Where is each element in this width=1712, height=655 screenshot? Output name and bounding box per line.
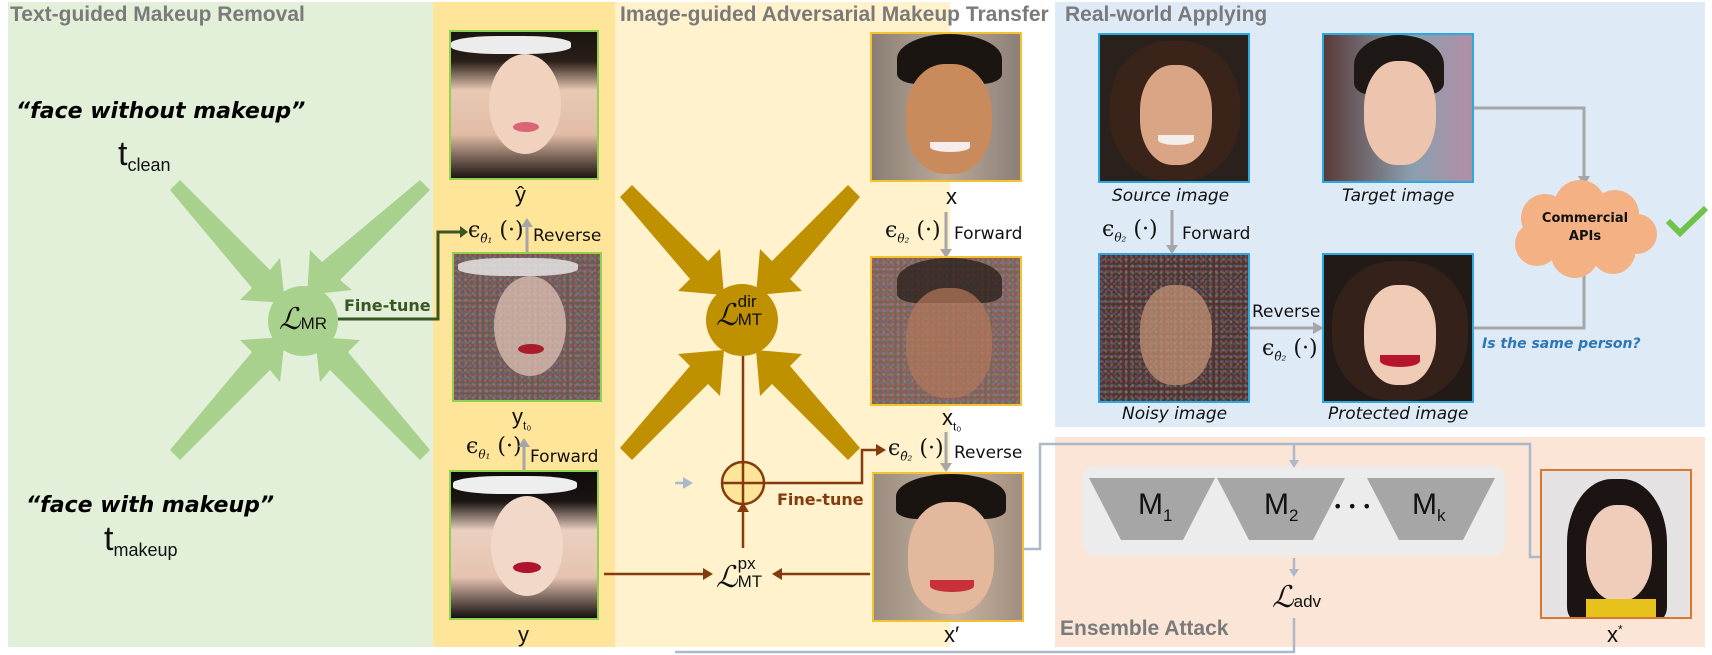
makeup-removal-panel bbox=[8, 2, 433, 647]
image-noisy bbox=[1098, 253, 1250, 403]
op-removal-forward: ϵθ₁ (·) bbox=[466, 434, 522, 462]
image-x-star bbox=[1540, 469, 1692, 619]
face-oval bbox=[1140, 65, 1212, 165]
image-y-t0 bbox=[452, 252, 602, 402]
real-world-title: Real-world Applying bbox=[1065, 3, 1268, 26]
smile bbox=[930, 142, 970, 152]
check-icon bbox=[1665, 205, 1709, 238]
mt-dir-arrows bbox=[620, 185, 860, 460]
face-oval bbox=[908, 502, 994, 614]
model-trapezoids bbox=[1089, 478, 1495, 540]
dir-transfer-forward: Forward bbox=[954, 224, 1023, 244]
face-oval bbox=[1586, 505, 1652, 601]
ensemble-ellipsis: • • • bbox=[1333, 497, 1372, 516]
image-x bbox=[870, 32, 1022, 182]
loss-adv-label: ℒadv bbox=[1272, 580, 1322, 615]
fine-tune-right-label: Fine-tune bbox=[777, 490, 864, 509]
dir-removal-reverse: Reverse bbox=[533, 226, 602, 246]
op-transfer-reverse: ϵθ̂₂ (·) bbox=[888, 436, 944, 464]
prompt-makeup: “face with makeup” bbox=[26, 493, 275, 518]
face-oval bbox=[491, 496, 563, 596]
image-source bbox=[1098, 33, 1250, 183]
op-transfer-forward: ϵθ₂ (·) bbox=[885, 218, 941, 246]
face-oval bbox=[489, 54, 561, 154]
label-y-t0: yt₀ bbox=[512, 404, 532, 433]
cloud-label: Commercial APIs bbox=[1541, 211, 1629, 244]
collar bbox=[1586, 599, 1656, 617]
fine-tune-left-label: Fine-tune bbox=[344, 296, 431, 315]
label-x-t0: xt₀ bbox=[942, 405, 962, 434]
model-k-label: Mk bbox=[1412, 488, 1446, 525]
lips bbox=[513, 562, 541, 573]
loss-mr-label: ℒMR bbox=[279, 302, 328, 337]
lips bbox=[930, 580, 974, 592]
arrow-down-forward bbox=[940, 212, 952, 258]
lips bbox=[1380, 355, 1420, 367]
op-real-forward: ϵθ₂ (·) bbox=[1102, 217, 1158, 245]
makeup-removal-title: Text-guided Makeup Removal bbox=[10, 3, 305, 26]
image-y-hat bbox=[449, 30, 599, 180]
flower-crown bbox=[458, 258, 578, 276]
label-x-star: x* bbox=[1607, 622, 1623, 647]
t-makeup: tmakeup bbox=[104, 520, 178, 560]
dir-real-reverse: Reverse bbox=[1252, 302, 1321, 322]
commercial-api-cloud bbox=[1515, 180, 1657, 278]
label-y-hat: ŷ bbox=[515, 182, 526, 207]
image-x-t0 bbox=[870, 256, 1022, 406]
face-oval bbox=[494, 276, 566, 376]
op-removal-reverse: ϵθ̂₁ (·) bbox=[468, 218, 524, 246]
ensemble-title: Ensemble Attack bbox=[1060, 617, 1229, 640]
face-oval bbox=[1364, 285, 1436, 385]
image-protected bbox=[1322, 253, 1474, 403]
label-x-prime: x′ bbox=[944, 622, 960, 647]
dir-transfer-reverse: Reverse bbox=[954, 443, 1023, 463]
arrow-down-reverse bbox=[940, 432, 952, 472]
op-real-reverse: ϵθ̂₂ (·) bbox=[1262, 336, 1318, 364]
lips bbox=[518, 344, 544, 354]
arrow-up-forward bbox=[518, 438, 530, 472]
arrow-right-reverse bbox=[1250, 322, 1324, 334]
smile bbox=[1158, 135, 1194, 145]
image-x-prime bbox=[872, 472, 1024, 622]
caption-source: Source image bbox=[1112, 186, 1230, 206]
same-person-question: Is the same person? bbox=[1482, 336, 1641, 352]
loss-mr-node bbox=[268, 286, 338, 356]
model-2-label: M2 bbox=[1264, 488, 1299, 525]
dir-removal-forward: Forward bbox=[530, 447, 599, 467]
fine-tune-left-arrow bbox=[338, 226, 468, 321]
t-clean: tclean bbox=[118, 135, 171, 175]
face-oval bbox=[906, 288, 992, 398]
prompt-clean: “face without makeup” bbox=[16, 99, 306, 124]
face-oval bbox=[1140, 285, 1212, 385]
arrow-down-real bbox=[1166, 210, 1178, 254]
face-oval bbox=[906, 64, 992, 174]
face-oval bbox=[1364, 61, 1436, 165]
ensemble-wiring bbox=[675, 442, 1545, 654]
image-y bbox=[449, 470, 599, 620]
flower-crown bbox=[453, 476, 577, 494]
mr-arrows bbox=[170, 180, 430, 460]
lips bbox=[513, 122, 539, 132]
makeup-transfer-title: Image-guided Adversarial Makeup Transfer bbox=[620, 3, 1049, 26]
dir-real-forward: Forward bbox=[1182, 224, 1251, 244]
caption-protected: Protected image bbox=[1328, 404, 1469, 424]
model-1-label: M1 bbox=[1138, 488, 1173, 525]
image-target bbox=[1322, 33, 1474, 183]
label-x: x bbox=[946, 184, 957, 209]
flower-crown bbox=[451, 36, 571, 54]
label-y: y bbox=[518, 622, 529, 647]
caption-noisy: Noisy image bbox=[1122, 404, 1228, 424]
mt-connectors bbox=[604, 356, 886, 580]
loss-mt-dir-node bbox=[706, 284, 778, 356]
caption-target: Target image bbox=[1342, 186, 1455, 206]
arrow-up-reverse bbox=[521, 218, 533, 254]
